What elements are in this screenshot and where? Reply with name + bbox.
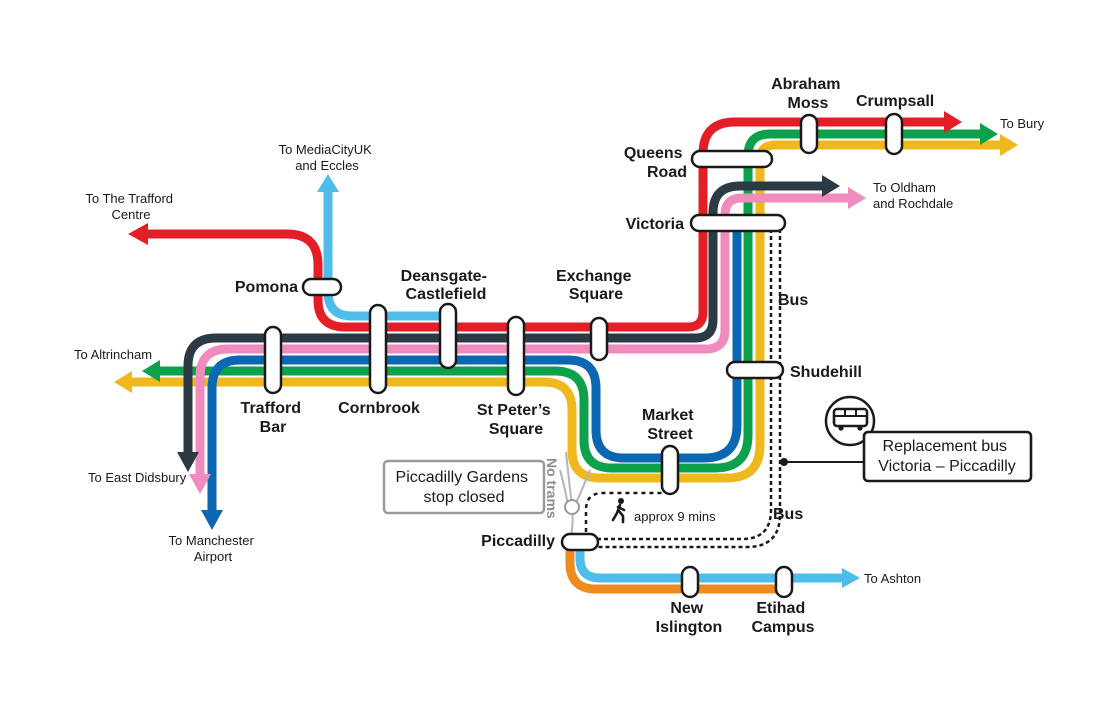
walking-route	[584, 491, 668, 532]
label-victoria: Victoria	[626, 216, 685, 233]
label-abraham-moss: Abraham Moss	[771, 76, 845, 112]
label-piccadilly: Piccadilly	[481, 533, 555, 550]
stop-etihad-campus[interactable]	[774, 565, 794, 599]
stop-pomona[interactable]	[301, 277, 343, 297]
stop-deansgate[interactable]	[438, 302, 458, 370]
label-market-street: Market Street	[642, 407, 698, 443]
arrow-pink-oldham	[848, 187, 866, 209]
label-pomona: Pomona	[235, 279, 298, 296]
arrow-red-trafford	[128, 223, 148, 245]
bus-icon	[824, 395, 876, 447]
route-lightblue-ashton	[575, 542, 842, 583]
route-pink	[195, 193, 848, 474]
arrow-pink-didsbury	[189, 474, 211, 494]
label-exchange-square: Exchange Square	[556, 268, 636, 303]
arrow-lightblue-mediacity	[317, 174, 339, 192]
arrow-ashton	[842, 568, 860, 588]
stop-victoria[interactable]	[689, 213, 787, 233]
closed-stop-notice-text: Piccadilly Gardens stop closed	[396, 469, 533, 506]
arrow-blue-airport	[201, 510, 223, 530]
stop-market-street[interactable]	[660, 444, 680, 496]
stop-piccadilly[interactable]	[560, 532, 600, 552]
dest-altrincham: To Altrincham	[74, 347, 152, 362]
arrow-green-bury	[980, 123, 998, 145]
route-red	[148, 117, 944, 332]
stop-shudehill[interactable]	[725, 360, 785, 380]
label-st-peters: St Peter’s Square	[477, 402, 555, 438]
arrow-yellow-bury	[1000, 134, 1018, 156]
stop-exchange-square[interactable]	[589, 316, 609, 362]
stop-crumpsall[interactable]	[884, 112, 904, 156]
replacement-connector-dot	[780, 458, 788, 466]
bus-label-lower: Bus	[773, 506, 803, 523]
dest-bury: To Bury	[1000, 116, 1045, 131]
dest-oldham: To Oldham and Rochdale	[873, 180, 953, 211]
label-cornbrook: Cornbrook	[338, 400, 420, 417]
piccadilly-gardens-closed-stop	[564, 499, 580, 515]
route-orange-ashton	[565, 542, 785, 594]
label-trafford-bar: Trafford Bar	[241, 400, 306, 436]
dest-mediacity: To MediaCityUK and Eccles	[279, 142, 376, 173]
stop-queens-road[interactable]	[690, 149, 774, 169]
stop-trafford-bar[interactable]	[263, 325, 283, 395]
bus-label-upper: Bus	[778, 292, 808, 309]
stop-st-peters[interactable]	[506, 315, 526, 397]
arrow-darkslate-didsbury	[177, 452, 199, 472]
arrow-yellow-altrincham	[114, 371, 132, 393]
closed-stop-notice-box	[382, 459, 546, 515]
label-crumpsall: Crumpsall	[856, 93, 934, 110]
bus-route-dashed-2	[598, 222, 782, 549]
label-shudehill: Shudehill	[790, 364, 862, 381]
replacement-bus-notice-box	[862, 430, 1033, 483]
pedestrian-icon	[611, 498, 626, 524]
arrow-darkslate-oldham	[822, 175, 840, 197]
bus-route-dashed	[598, 222, 773, 541]
label-queens-road: Queens Road	[624, 145, 687, 181]
dest-ashton: To Ashton	[864, 571, 921, 586]
closed-section-track-3	[559, 469, 569, 507]
walk-time-label: approx 9 mins	[634, 509, 716, 524]
stop-new-islington[interactable]	[680, 565, 700, 599]
arrow-red-bury	[944, 111, 962, 133]
stop-cornbrook[interactable]	[368, 303, 388, 395]
route-darkslate	[183, 181, 822, 452]
arrow-green-altrincham	[142, 360, 160, 382]
route-blue	[207, 222, 742, 510]
label-deansgate: Deansgate- Castlefield	[401, 268, 492, 303]
dest-airport: To Manchester Airport	[169, 533, 258, 564]
no-trams-label: No trams	[544, 458, 560, 519]
stop-abraham-moss[interactable]	[799, 113, 819, 155]
label-new-islington: New Islington	[656, 600, 723, 636]
dest-east-didsbury: To East Didsbury	[88, 470, 187, 485]
replacement-bus-notice-text: Replacement bus Victoria – Piccadilly	[878, 438, 1016, 475]
dest-trafford-centre: To The Trafford Centre	[85, 191, 176, 222]
label-etihad-campus: Etihad Campus	[751, 600, 814, 636]
